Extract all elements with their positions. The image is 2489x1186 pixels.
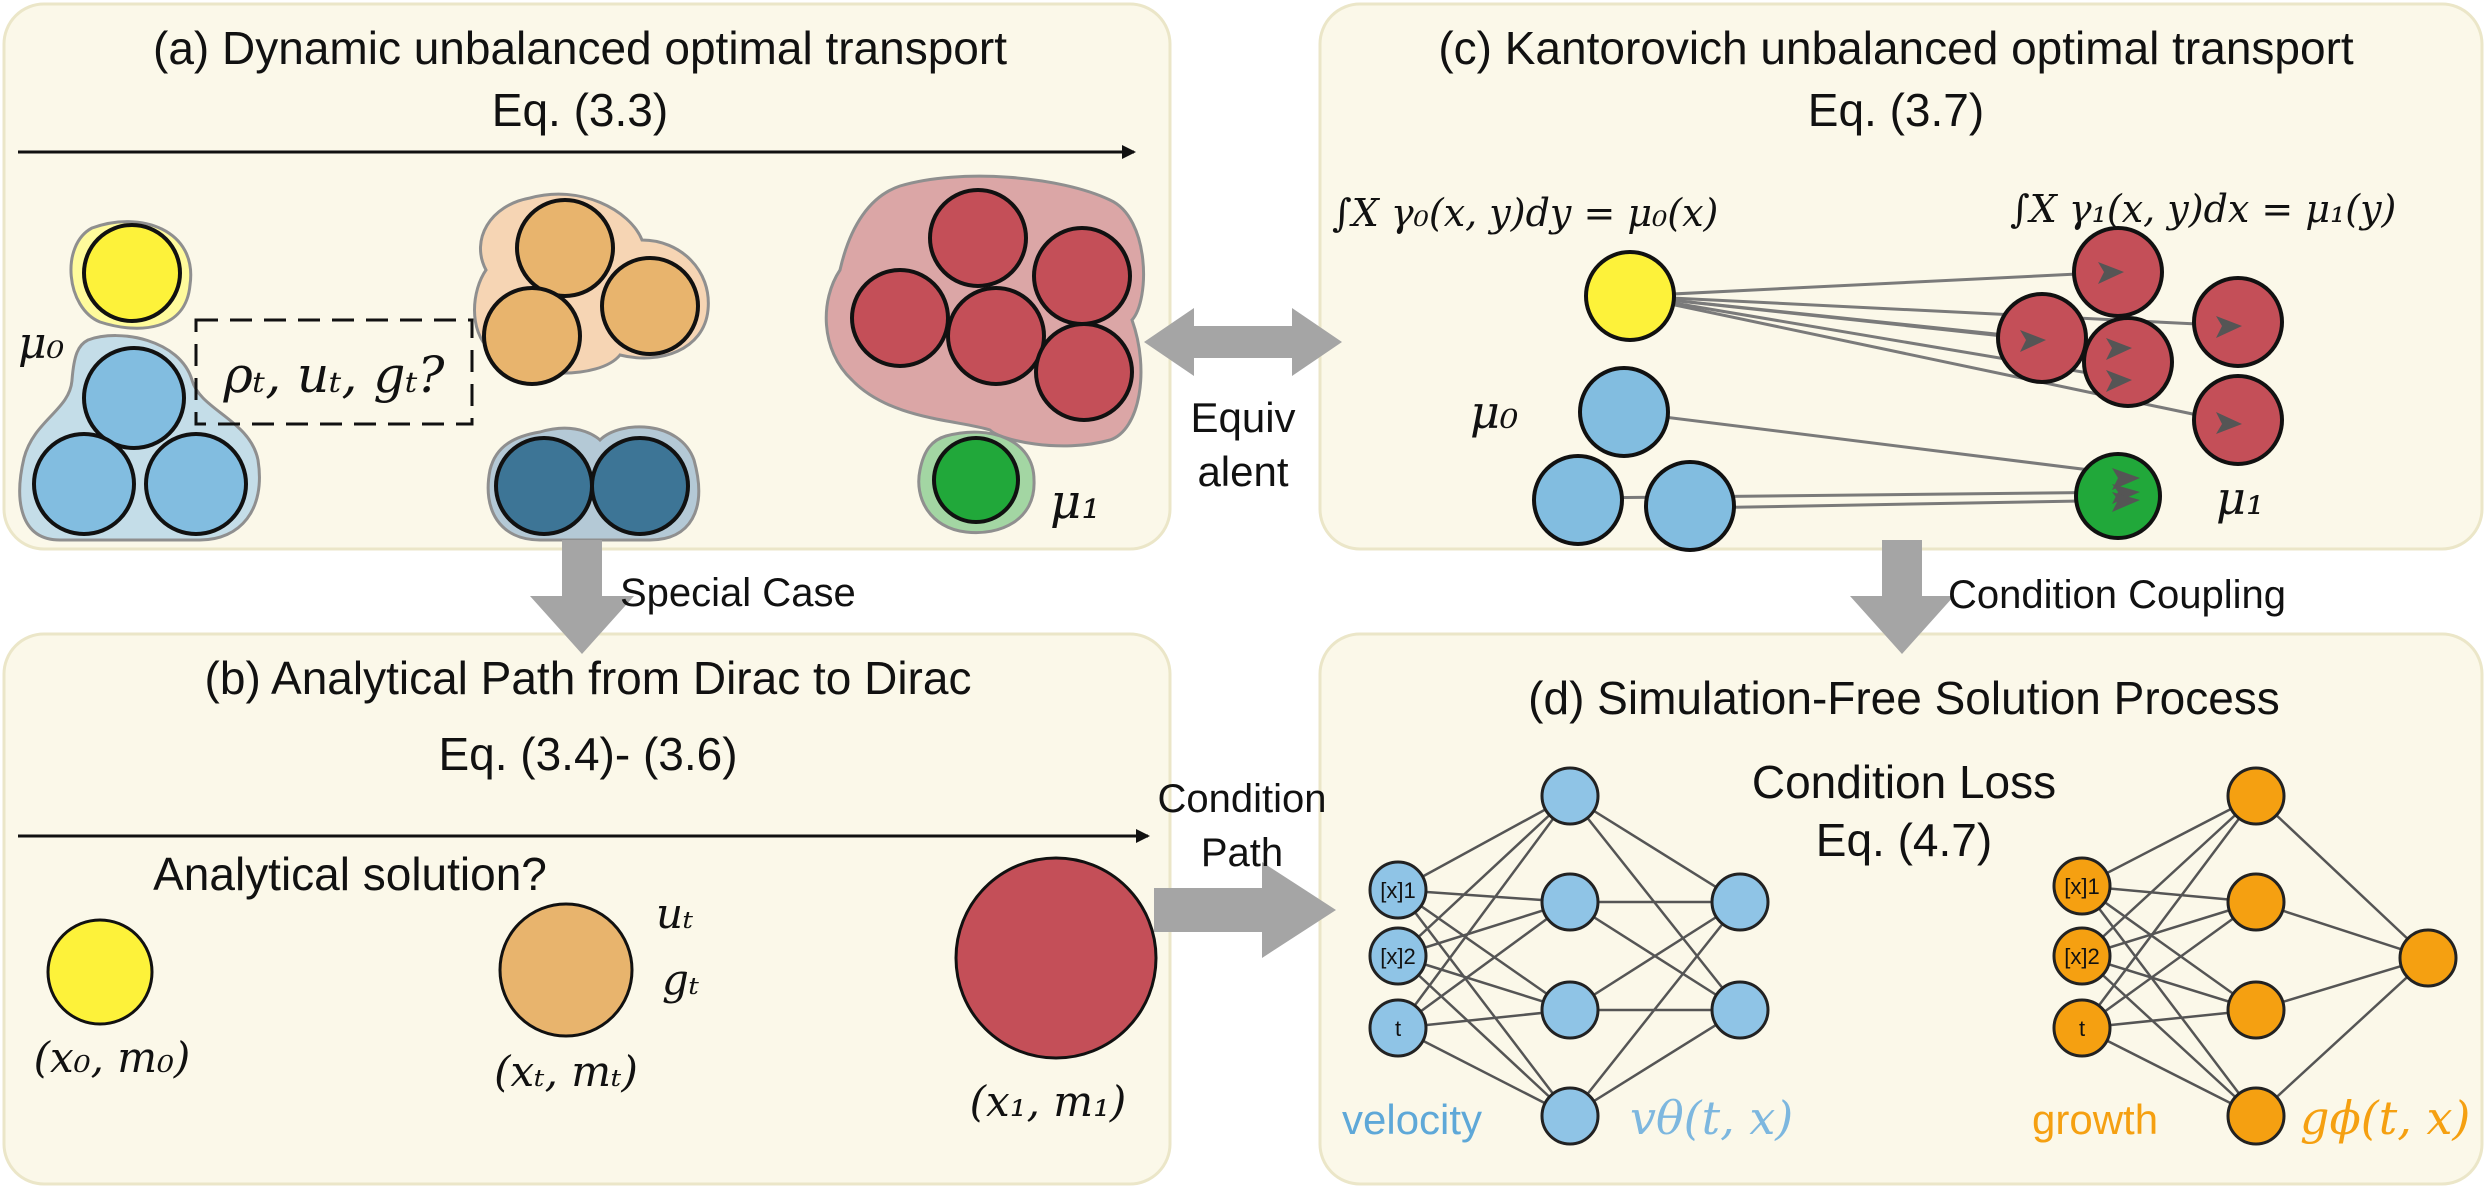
blue-cell-cluster (18, 334, 261, 542)
dirac-start (46, 918, 154, 1026)
input-node (1368, 998, 1428, 1058)
marginal-constraint-0: ∫X γ₀(x, y)dy = μ₀(x) (1332, 191, 1718, 235)
growth-function: gϕ(t, x) (2300, 1091, 2470, 1145)
target-red-cell-2 (1996, 292, 2088, 384)
dirac-intermediate (498, 902, 634, 1038)
condition-coupling-label: Condition Coupling (1948, 573, 2286, 617)
panel-b-eq: Eq. (3.4)- (3.6) (438, 728, 737, 780)
analytical-solution-question: Analytical solution? (153, 848, 547, 900)
equivalent-double-arrow (1144, 308, 1342, 376)
input-node-label: t (1395, 1016, 1401, 1041)
condition-coupling-arrow (1850, 540, 1954, 654)
ut-label: uₜ (656, 889, 693, 938)
dirac-end (954, 856, 1158, 1060)
panel-d-eq: Eq. (4.7) (1816, 814, 1992, 866)
target-red-cell-5 (2192, 374, 2284, 466)
gt-label: gₜ (662, 955, 699, 1004)
source-blue-cell-1 (1578, 366, 1670, 458)
mu0-label-c: μ₀ (1470, 385, 1518, 439)
condition-path-arrow (1154, 862, 1336, 958)
hidden-node (1540, 1086, 1600, 1146)
source-blue-cell-3 (1644, 460, 1736, 552)
panel-b-title: (b) Analytical Path from Dirac to Dirac (205, 652, 972, 704)
marginal-constraint-1: ∫X γ₁(x, y)dx = μ₁(y) (2010, 187, 2396, 231)
panel-c-title: (c) Kantorovich unbalanced optimal trans… (1438, 22, 2354, 74)
hidden-node (1540, 766, 1600, 826)
red-cell-cluster (824, 174, 1146, 448)
coupling-arrowheads (2020, 262, 2242, 512)
panel-c-eq: Eq. (3.7) (1808, 84, 1984, 136)
dirac-intermediate-label: (xₜ, mₜ) (494, 1047, 638, 1096)
equivalent-label-1: Equiv (1190, 394, 1295, 441)
velocity-network: [x]1 [x]2 t (1368, 766, 1770, 1146)
mu1-label-c: μ₁ (2216, 471, 2264, 525)
output-node (1710, 980, 1770, 1040)
velocity-label: velocity (1342, 1096, 1482, 1143)
input-node (1368, 860, 1428, 920)
input-node-label: [x]1 (1380, 878, 1415, 903)
panel-a-eq: Eq. (3.3) (492, 84, 668, 136)
source-yellow-cell (1584, 250, 1676, 342)
special-case-label: Special Case (620, 571, 856, 615)
input-node (2052, 926, 2112, 986)
mu0-label-a: μ₀ (18, 318, 65, 369)
special-case-arrow (530, 540, 634, 654)
mu1-label-a: μ₁ (1050, 474, 1100, 530)
dirac-start-label: (x₀, m₀) (34, 1033, 191, 1082)
growth-label: growth (2032, 1096, 2158, 1143)
hidden-node (2226, 980, 2286, 1040)
dark-blue-cell-cluster (486, 425, 701, 542)
hidden-node (2226, 1086, 2286, 1146)
hidden-node (1540, 872, 1600, 932)
yellow-cell-cluster (69, 220, 193, 330)
input-node-label: [x]2 (2064, 944, 2099, 969)
panel-a-title: (a) Dynamic unbalanced optimal transport (153, 22, 1007, 74)
green-cell-cluster (917, 430, 1036, 535)
source-blue-cell-2 (1532, 454, 1624, 546)
input-node (2052, 856, 2112, 916)
unknown-path-question: ρₜ, uₜ, gₜ? (223, 346, 446, 404)
condition-path-label-1: Condition (1157, 777, 1326, 821)
input-node-label: t (2079, 1016, 2085, 1041)
panel-d-title: (d) Simulation-Free Solution Process (1528, 672, 2280, 724)
target-red-cell-4 (2192, 276, 2284, 368)
unknown-path-box (194, 318, 474, 426)
hidden-node (2226, 766, 2286, 826)
dirac-end-label: (x₁, m₁) (970, 1077, 1127, 1126)
output-node (1710, 872, 1770, 932)
output-node (2398, 928, 2458, 988)
hidden-node (2226, 872, 2286, 932)
growth-network: [x]1 [x]2 t (2052, 766, 2458, 1146)
hidden-node (1540, 980, 1600, 1040)
equivalent-label-2: alent (1197, 448, 1288, 495)
condition-loss-label: Condition Loss (1752, 756, 2056, 808)
input-node-label: [x]2 (1380, 944, 1415, 969)
input-node (2052, 998, 2112, 1058)
velocity-function: vθ(t, x) (1630, 1091, 1793, 1145)
condition-path-label-2: Path (1201, 831, 1283, 875)
target-red-cell-3 (2082, 316, 2174, 408)
input-node (1368, 926, 1428, 986)
input-node-label: [x]1 (2064, 874, 2099, 899)
orange-cell-cluster (473, 192, 710, 386)
